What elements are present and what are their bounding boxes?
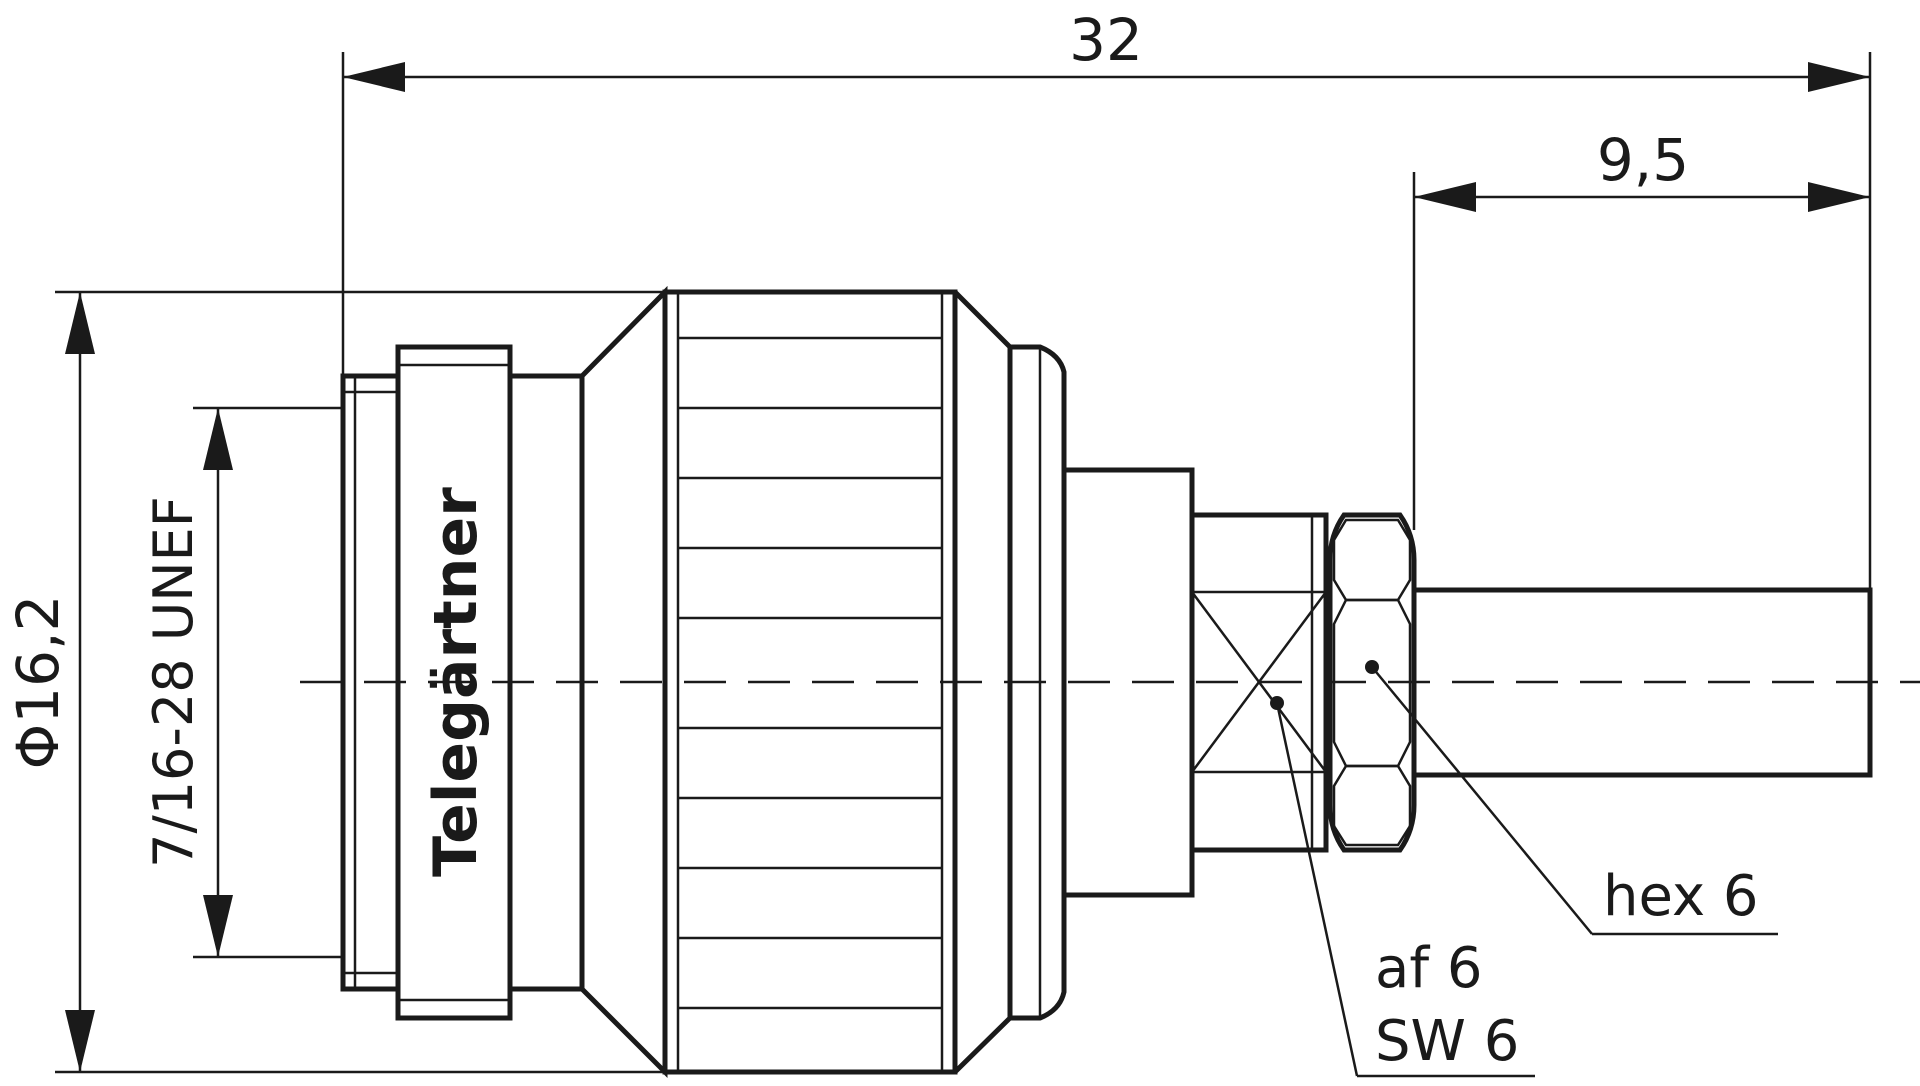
knurl-lines [678, 336, 942, 1010]
thread-label: 7/16-28 UNEF [142, 496, 205, 868]
dim-diameter: Φ16,2 [4, 290, 665, 1074]
dim-overall-length: 32 [341, 6, 1872, 600]
crimp-ferrule [1411, 587, 1873, 778]
crimp-length-label: 9,5 [1597, 126, 1689, 194]
overall-length-label: 32 [1069, 6, 1143, 74]
callout-hex: hex 6 [1365, 660, 1778, 936]
arrow-up [203, 408, 233, 470]
rear-taper [953, 290, 1013, 1074]
brand-logo: Telegärtner [421, 487, 491, 877]
callout-af: af 6 SW 6 [1270, 696, 1535, 1078]
hex-label: hex 6 [1603, 864, 1759, 929]
arrow-right [1808, 182, 1870, 212]
sw-label: SW 6 [1375, 1009, 1519, 1074]
arrow-up [65, 292, 95, 354]
hex-nut [1327, 512, 1417, 853]
arrow-right [1808, 62, 1870, 92]
arrow-left [1414, 182, 1476, 212]
coupling-nut [662, 289, 958, 1075]
arrow-down [65, 1010, 95, 1072]
dim-crimp-length: 9,5 [1412, 126, 1870, 530]
af-label: af 6 [1375, 936, 1482, 1001]
arrow-down [203, 895, 233, 957]
square-flats [1189, 512, 1329, 853]
arrow-left [343, 62, 405, 92]
connector-body: Telegärtner [340, 285, 1873, 1079]
dim-thread: 7/16-28 UNEF [142, 406, 343, 959]
diameter-label: Φ16,2 [4, 595, 72, 770]
